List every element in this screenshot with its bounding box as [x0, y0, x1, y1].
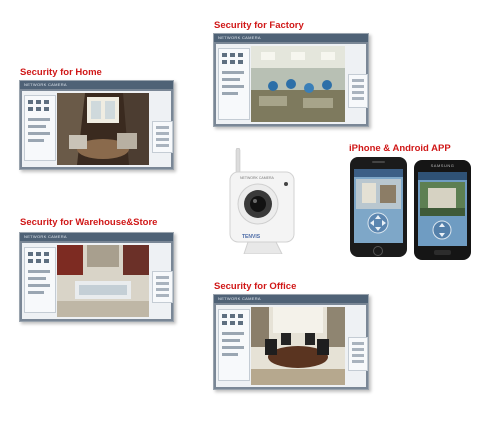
panel-title: NETWORK CAMERA: [218, 296, 261, 301]
warehouse-camera-panel: NETWORK CAMERA: [19, 232, 174, 322]
control-sidebar: [24, 247, 56, 313]
panel-body: [216, 305, 368, 387]
settings-sidebar: [348, 74, 368, 108]
android-phone: SAMSUNG: [414, 160, 471, 260]
iphone: [350, 157, 407, 257]
warehouse-video-feed: [57, 245, 149, 317]
panel-title-bar: NETWORK CAMERA: [20, 233, 173, 241]
camera-label: NETWORK CAMERA: [240, 176, 274, 180]
panel-body: [216, 44, 368, 124]
home-video-feed: [57, 93, 149, 165]
office-video-feed: [251, 307, 345, 385]
office-heading: Security for Office: [214, 281, 297, 292]
factory-video-feed: [251, 46, 345, 122]
android-screen: [418, 172, 467, 246]
control-sidebar: [24, 95, 56, 161]
panel-body: [22, 243, 173, 319]
panel-title: NETWORK CAMERA: [24, 82, 67, 87]
control-sidebar: [218, 48, 250, 120]
settings-sidebar: [152, 271, 173, 303]
panel-body: [22, 91, 173, 167]
android-brand: SAMSUNG: [430, 163, 455, 168]
warehouse-heading: Security for Warehouse&Store: [20, 217, 158, 228]
menu-button-icon: [434, 250, 451, 255]
app-heading: iPhone & Android APP: [349, 143, 451, 154]
home-button-icon: [373, 246, 383, 256]
home-heading: Security for Home: [20, 67, 102, 78]
ip-camera: NETWORK CAMERA TENVIS: [226, 147, 298, 255]
panel-title-bar: NETWORK CAMERA: [20, 81, 173, 89]
settings-sidebar: [152, 121, 173, 153]
control-sidebar: [218, 309, 250, 381]
camera-brand-logo: TENVIS: [242, 234, 261, 240]
panel-title: NETWORK CAMERA: [24, 234, 67, 239]
factory-camera-panel: NETWORK CAMERA: [213, 33, 369, 127]
panel-title-bar: NETWORK CAMERA: [214, 34, 368, 42]
iphone-screen: [354, 169, 403, 243]
settings-sidebar: [348, 337, 368, 371]
panel-title: NETWORK CAMERA: [218, 35, 261, 40]
factory-heading: Security for Factory: [214, 20, 304, 31]
office-camera-panel: NETWORK CAMERA: [213, 294, 369, 390]
panel-title-bar: NETWORK CAMERA: [214, 295, 368, 303]
home-camera-panel: NETWORK CAMERA: [19, 80, 174, 170]
